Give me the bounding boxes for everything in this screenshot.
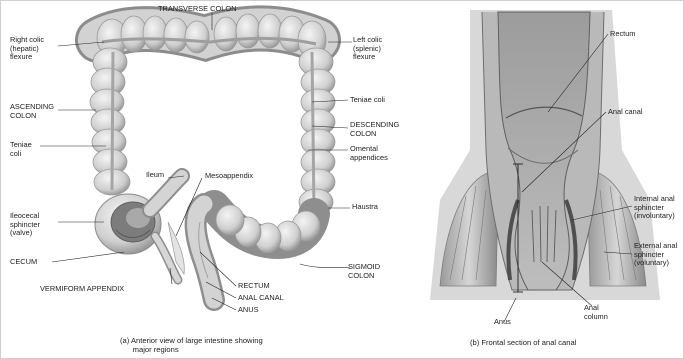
transverse-colon-shape xyxy=(97,14,326,59)
anal-canal-label-a: ANAL CANAL xyxy=(238,294,284,303)
teniae-coli-left-label: Teniae coli xyxy=(10,141,32,158)
anal-column-label: Anal column xyxy=(584,304,608,321)
anus-label-a: ANUS xyxy=(238,306,259,315)
sigmoid-colon-shape xyxy=(214,205,320,253)
right-colic-flexure-label: Right colic (hepatic) flexure xyxy=(10,36,44,62)
left-colic-flexure-label: Left colic (splenic) flexure xyxy=(353,36,382,62)
colon-illustration xyxy=(40,13,352,310)
ascending-colon-label: ASCENDING COLON xyxy=(10,103,54,120)
vermiform-appendix-label: VERMIFORM APPENDIX xyxy=(40,285,124,294)
caption-b: (b) Frontal section of anal canal xyxy=(470,338,576,347)
transverse-colon-label: TRANSVERSE COLON xyxy=(158,5,236,14)
rectum-label-a: RECTUM xyxy=(238,282,270,291)
ascending-colon-shape xyxy=(90,48,130,195)
anal-canal-illustration xyxy=(430,10,660,322)
caption-a: (a) Anterior view of large intestine sho… xyxy=(120,336,263,354)
descending-colon-label: DESCENDING COLON xyxy=(350,121,399,138)
sigmoid-colon-label: SIGMOID COLON xyxy=(348,263,380,280)
descending-colon-shape xyxy=(299,48,335,215)
teniae-coli-right-label: Teniae coli xyxy=(350,96,385,105)
haustra-label: Haustra xyxy=(352,203,378,212)
rectum-label-b: Rectum xyxy=(610,30,635,39)
anus-label-b: Anus xyxy=(494,318,511,327)
ileocecal-sphincter-label: Ileocecal sphincter (valve) xyxy=(10,212,40,238)
external-anal-sphincter-label: External anal sphincter (voluntary) xyxy=(634,242,677,268)
internal-anal-sphincter-label: Internal anal sphincter (involuntary) xyxy=(634,195,675,221)
ileum-shape xyxy=(150,176,182,210)
omental-appendices-label: Omental appendices xyxy=(350,145,388,162)
cecum-label: CECUM xyxy=(10,258,37,267)
anal-canal-label-b: Anal canal xyxy=(608,108,643,117)
ileum-label: Ileum xyxy=(146,171,164,180)
mesoappendix-label: Mesoappendix xyxy=(205,172,253,181)
